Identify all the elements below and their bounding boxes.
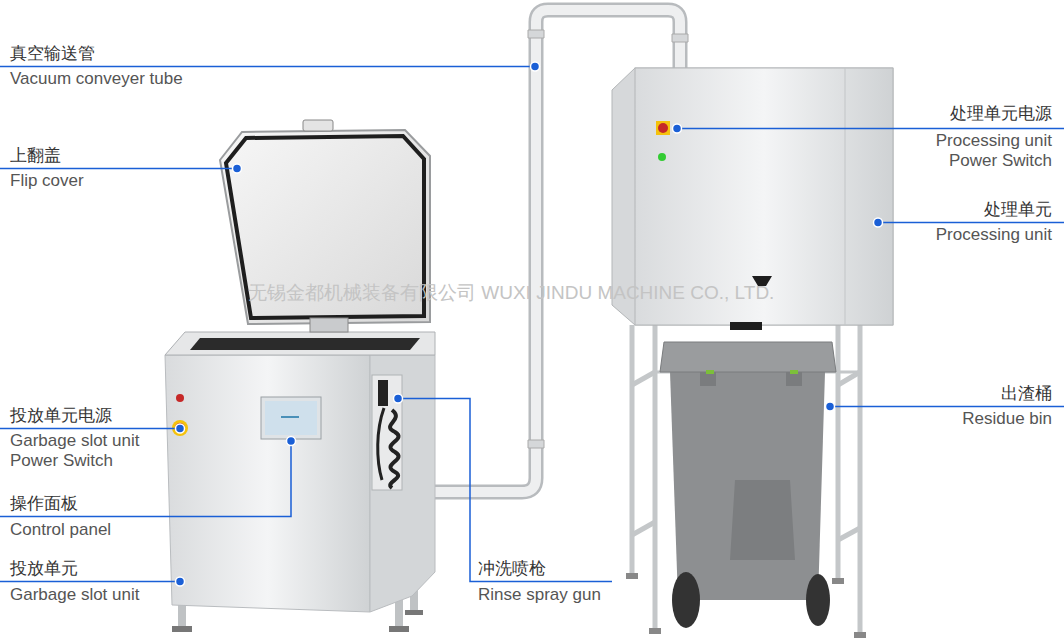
callout-label: Rinse spray gun (478, 585, 601, 605)
leader-lines (0, 67, 1064, 582)
callout-label: Processing unit Power Switch (902, 131, 1052, 171)
callout-label: Vacuum conveyer tube (10, 69, 183, 89)
callout-label: Flip cover (10, 171, 84, 191)
callout-label: 上翻盖 (10, 146, 61, 166)
callout-label: Residue bin (962, 409, 1052, 429)
callout-label: Garbage slot unit (10, 585, 139, 605)
callout-label: 出渣桶 (1001, 384, 1052, 404)
callout-label: Garbage slot unit Power Switch (10, 431, 160, 471)
callout-label: 操作面板 (10, 494, 78, 514)
callout-label: 冲洗喷枪 (478, 559, 546, 579)
leader-dots (176, 62, 883, 586)
residue-bin (660, 342, 836, 628)
callout-label: 处理单元 (984, 200, 1052, 220)
callout-label: 处理单元电源 (950, 104, 1052, 124)
callout-label: Control panel (10, 520, 111, 540)
garbage-slot-unit (165, 120, 435, 632)
callout-label: 投放单元 (10, 559, 78, 579)
callout-label: Processing unit (936, 225, 1052, 245)
callout-label: 真空输送管 (10, 44, 95, 64)
watermark: 无锡金都机械装备有限公司 WUXI JINDU MACHINE CO., LTD… (248, 283, 774, 303)
callout-label: 投放单元电源 (10, 406, 112, 426)
processing-unit (612, 68, 893, 638)
